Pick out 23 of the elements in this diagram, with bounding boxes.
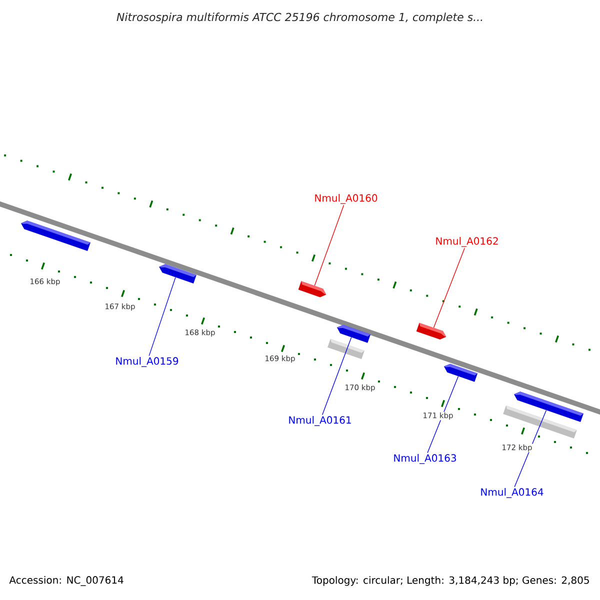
leader-line <box>427 376 459 454</box>
gene-block <box>416 322 446 340</box>
gene-block <box>21 220 90 252</box>
title: Nitrosospira multiformis ATCC 25196 chromosome 1, complete s... <box>116 12 482 24</box>
footer-text: Topology: circular; Length: 3,184,243 bp; Genes: 2,805 <box>312 576 589 586</box>
leader-line <box>148 277 176 356</box>
gene-label: Nmul_A0163 <box>394 454 456 464</box>
gene-block <box>159 264 196 284</box>
feature-bar <box>503 405 577 439</box>
gene-block <box>336 324 371 343</box>
leader-line <box>433 248 465 328</box>
gene-label: Nmul_A0164 <box>481 488 544 498</box>
gene-block <box>298 281 326 298</box>
gene-block <box>444 364 478 382</box>
gene-label: Nmul_A0161 <box>289 416 351 426</box>
leader-line <box>514 410 547 488</box>
gene-label: Nmul_A0160 <box>315 194 378 204</box>
leader-line <box>322 337 352 416</box>
gene-label: Nmul_A0162 <box>436 237 498 247</box>
footer-text: Accession: NC_007614 <box>9 576 124 586</box>
feature-bar <box>328 338 364 360</box>
gene-label: Nmul_A0159 <box>116 357 178 367</box>
leader-line <box>314 204 344 286</box>
